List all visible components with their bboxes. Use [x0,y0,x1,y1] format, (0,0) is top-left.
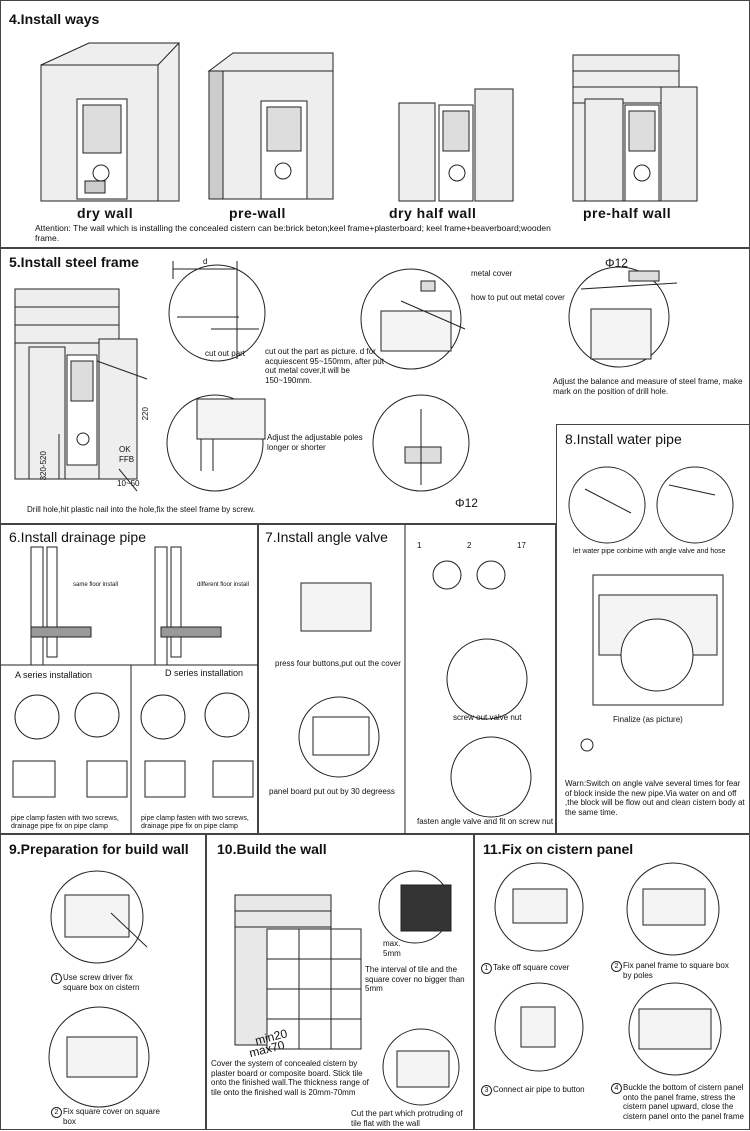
preparation-wall-panel: 9.Preparation for build wall 1 Use screw… [0,834,206,1130]
fasten-text: fasten angle valve and fit on screw nut [417,817,554,826]
fix-cistern-title: 11.Fix on cistern panel [483,841,634,857]
d-series-label: D series installation [165,668,244,678]
dry-wall-illustration [40,42,698,202]
dim-10-50-label: 10~50 [117,479,140,488]
prep-step-1-text: Use screw driver fix square box on ciste… [63,973,140,992]
panel-step-3-number: 3 [481,1085,492,1096]
install-angle-valve-panel: 7.Install angle valve 1 2 17 press four … [258,524,556,835]
ok-ffb-label: OK FFB [119,445,135,464]
drainage-illustrations [1,546,259,835]
steel-frame-illustrations [14,261,678,492]
tile-interval-text: The interval of tile and the square cove… [365,965,465,993]
preparation-title: 9.Preparation for build wall [9,841,189,857]
panel-step-3-text: Connect air pipe to button [493,1085,585,1094]
prep-step-2-number: 2 [51,1107,62,1118]
dry-half-wall-label: dry half wall [389,205,477,221]
dim-220-label: 220 [140,407,150,421]
build-wall-title: 10.Build the wall [217,841,327,857]
d-dimension-label: d [203,257,208,266]
fix-cistern-illustrations [494,862,722,1076]
fix-cistern-panel: 11.Fix on cistern panel 1 Take off squar… [474,834,750,1130]
cut-description: cut out the part as picture. d for acqui… [265,347,384,385]
steel-frame-title: 5.Install steel frame [9,254,139,270]
preparation-illustrations [48,870,150,1108]
pre-wall-label: pre-wall [229,205,286,221]
angle-valve-illustrations [298,525,532,835]
valve-step-1: 1 [417,541,422,550]
a-series-label: A series installation [15,670,93,680]
dry-wall-label: dry wall [77,205,134,221]
how-metal-cover-label: how to put out metal cover [471,293,565,302]
panel-step-1-text: Take off square cover [493,963,570,972]
metal-cover-label: metal cover [471,269,513,278]
build-wall-panel: 10.Build the wall max. 5mm The interval … [206,834,474,1130]
screw-out-text: screw out valve nut [453,713,522,722]
dry-half-wall-drawing [398,88,514,202]
drill-instruction: Drill hole,hit plastic nail into the hol… [27,505,256,514]
press-four-text: press four buttons,put out the cover [275,659,401,668]
panel-step-4-number: 4 [611,1083,622,1094]
install-ways-title: 4.Install ways [9,11,100,27]
adjust-poles-text: Adjust the adjustable poles longer or sh… [267,433,363,452]
panel-board-text: panel board put out by 30 degreess [269,787,395,796]
panel-step-2-number: 2 [611,961,622,972]
cut-part-text: Cut the part which protruding of tile fl… [351,1109,463,1128]
let-water-text: let water pipe conbime with angle valve … [573,548,726,555]
different-floor-label: different floor install [197,582,249,588]
prep-step-1-number: 1 [51,973,62,984]
valve-step-17: 17 [517,541,526,550]
panel-step-2-text: Fix panel frame to square box by poles [623,961,729,980]
finalize-text: Finalize (as picture) [613,715,683,724]
adjust-balance-text: Adjust the balance and measure of steel … [553,377,743,396]
pre-half-wall-drawing [572,54,698,202]
same-floor-label: same floor install [73,582,119,588]
phi12-top-label: Φ12 [605,256,628,270]
dim-320-520-label: 320-520 [38,451,48,481]
warn-text: Warn:Switch on angle valve several times… [565,779,745,817]
cover-system-text: Cover the system of concealed cistern by… [211,1059,369,1097]
angle-valve-title: 7.Install angle valve [265,529,388,545]
prep-step-2-text: Fix square cover on square box [63,1107,160,1126]
build-wall-illustrations [234,870,460,1106]
drainage-title: 6.Install drainage pipe [9,529,146,545]
install-water-pipe-panel: 8.Install water pipe let water pipe conb… [556,424,750,834]
panel-step-1-number: 1 [481,963,492,974]
water-pipe-illustrations [568,466,734,752]
pipe-clamp-a-text: pipe clamp fasten with two screws, drain… [11,815,119,830]
pre-wall-drawing [207,52,334,200]
pipe-clamp-d-text: pipe clamp fasten with two screws, drain… [141,815,249,830]
install-ways-attention: Attention: The wall which is installing … [35,223,551,243]
cut-out-part-label: cut out part [205,349,246,358]
panel-step-4-text: Buckle the bottom of cistern panel onto … [623,1083,744,1121]
water-pipe-title: 8.Install water pipe [565,431,682,447]
max5-label: max. 5mm [383,939,401,958]
pre-half-wall-label: pre-half wall [583,205,672,221]
phi12-bottom-label: Φ12 [455,496,478,510]
valve-step-2: 2 [467,541,472,550]
dry-wall-drawing [40,42,181,202]
install-drainage-pipe-panel: 6.Install drainage pipe same floor insta… [0,524,259,835]
install-ways-panel: 4.Install ways [0,0,750,248]
